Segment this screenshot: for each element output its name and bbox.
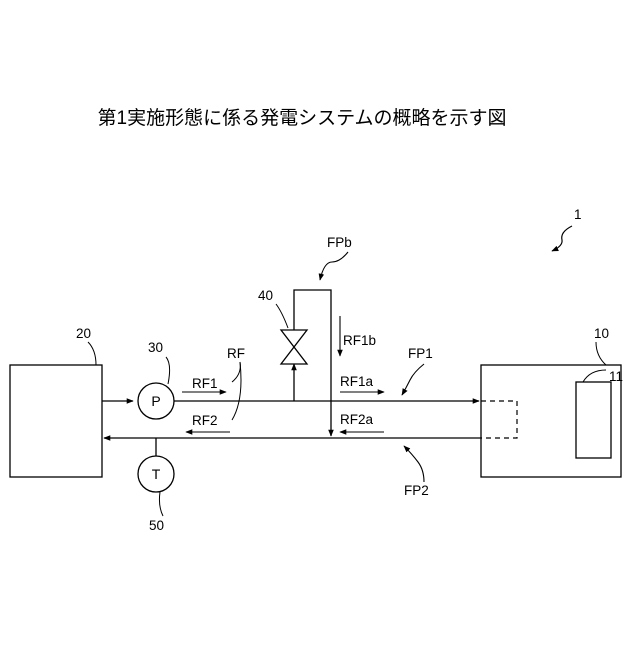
rf-leader-1 [232,362,240,382]
fp1-leader [402,364,424,395]
fpb-label: FPb [327,235,352,250]
block-10-ref: 10 [594,326,609,341]
sensor-ref: 50 [149,518,164,533]
rf-label: RF [227,346,245,361]
pump-leader [166,357,170,384]
figure-title: 第1実施形態に係る発電システムの概略を示す図 [98,107,507,129]
pump-ref: 30 [148,340,163,355]
rf1b-label: RF1b [343,333,376,348]
rf2a-label: RF2a [340,412,374,427]
sensor-letter: T [152,466,161,482]
block-20-ref: 20 [76,326,91,341]
block-20 [10,365,102,477]
rf2-label: RF2 [192,413,218,428]
internal-dashed-path [481,401,517,438]
block-10-leader [596,342,606,365]
system-ref-label: 1 [574,207,582,222]
block-11-leader [583,370,606,382]
block-11 [576,382,611,458]
fp1-label: FP1 [408,346,433,361]
fpb-leader [320,252,348,280]
rf1a-label: RF1a [340,374,374,389]
valve-ref: 40 [258,288,273,303]
valve-40 [281,330,307,364]
valve-leader [276,304,288,328]
pump-letter: P [151,393,160,409]
sensor-leader [159,492,163,516]
fp2-leader [404,446,424,482]
rf1-label: RF1 [192,376,218,391]
system-ref-leader [552,226,572,251]
block-20-leader [88,342,96,365]
block-11-ref: 11 [609,369,623,384]
fp2-label: FP2 [404,483,429,498]
